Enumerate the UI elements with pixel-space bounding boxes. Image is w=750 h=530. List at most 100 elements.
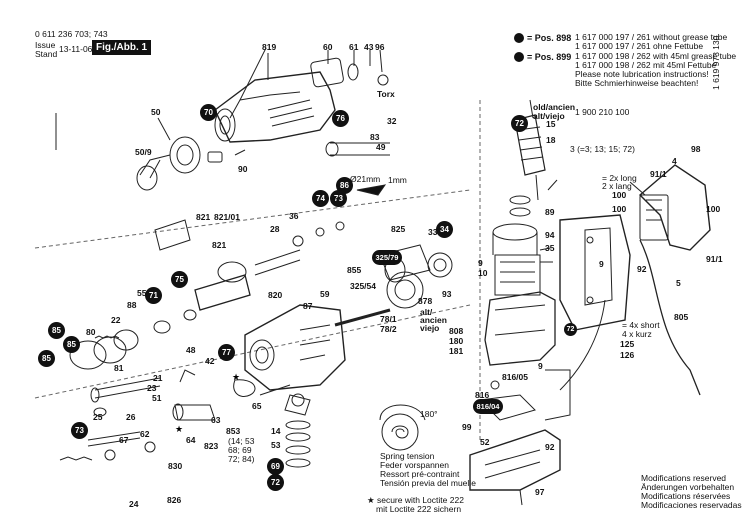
part-badge: 816/04 [473,399,503,414]
part-number-label: 126 [620,350,635,360]
part-number-label: 99 [462,422,472,432]
brush-short-2: 4 x kurz [622,329,652,339]
part-number-label: 21 [153,373,163,383]
loctite-2: mit Loctite 222 sichern [376,504,462,514]
part-number-label: 88 [127,300,137,310]
old-new-line-2: alt/viejo [533,111,565,121]
part-number-label: 805 [674,312,689,322]
part-badge: 85 [63,336,80,353]
issue-date: 13-11-06 [59,44,93,54]
part-number-label: 42 [205,356,215,366]
stand-label: Stand [35,49,58,59]
part-badge: 85 [48,322,65,339]
part-number-label: 91/1 [706,254,723,264]
part-number-label: 180 [449,336,464,346]
lube-line-2: Bitte Schmierhinweise beachten! [575,78,699,88]
part-number-label: 55 [137,288,147,298]
torx-label: Torx [377,89,395,99]
part-number-label: 52 [480,437,490,447]
part-number-label: 325/54 [350,281,376,291]
group-853-2: 68; 69 [228,445,252,455]
part-number-label: 48 [186,345,196,355]
part-number-label: 49 [376,142,386,152]
part-number-label: 93 [442,289,452,299]
part-badge: 71 [145,287,162,304]
one-mm-label: 1mm [388,175,407,185]
part-badge: 73 [330,190,347,207]
spring-tension-1: Spring tension [380,451,435,461]
part-number-label: 33 [428,227,438,237]
spring-tension-4: Tensión previa del muelle [380,478,476,488]
part-number-label: 87 [303,301,313,311]
part-number-label: 23 [147,383,157,393]
part-number-label: 125 [620,339,635,349]
part-number-label: 825 [391,224,406,234]
part-number-label: 826 [167,495,182,505]
part-number-label: 26 [126,412,136,422]
part-badge: 70 [200,104,217,121]
part-number-label: 35 [545,243,555,253]
part-number-label: 853 [226,426,241,436]
part-badge: 72 [564,323,577,336]
figure-label: Fig./Abb. 1 [92,40,152,55]
svg-text:★: ★ [232,373,240,383]
part-number-label: 819 [262,42,277,52]
part-number-label: 62 [140,429,150,439]
part-badge: 74 [312,190,329,207]
part-number-label: 9 [538,361,543,371]
part-number-label: 92 [637,264,647,274]
part-number-label: 89 [545,207,555,217]
part-number-label: 92 [545,442,555,452]
part-number-label: 83 [370,132,380,142]
part-number-label: 78/1 [380,314,397,324]
part-number-label: 9 [599,259,604,269]
part-number-label: 78/2 [380,324,397,334]
group-853-1: (14; 53 [228,436,255,446]
old-new-part: 1 900 210 100 [575,107,630,117]
part-number-label: 18 [546,135,556,145]
part-number: 0 611 236 703; 743 [35,29,108,39]
pos898-title: = Pos. 898 [527,33,572,43]
loctite-1: ★ secure with Loctite 222 [367,495,464,505]
part-number-label: 821/01 [214,212,240,222]
part-badge: 34 [436,221,453,238]
part-number-label: 32 [387,116,397,126]
part-badge: 75 [171,271,188,288]
pos898-line-2: 1 617 000 197 / 261 ohne Fettube [575,41,704,51]
spring-tension-2: Feder vorspannen [380,460,449,470]
part-number-label: 22 [111,315,121,325]
issue-label: Issue [35,40,56,50]
diameter-label: Ø21mm [350,174,381,184]
part-number-label: 91/1 [650,169,667,179]
part-number-label: 10 [478,268,488,278]
modifications-2: Änderungen vorbehalten [641,482,735,492]
part-number-label: 61 [349,42,359,52]
part-number-label: 97 [535,487,545,497]
part-number-label: 96 [375,42,385,52]
part-number-label: 36 [289,211,299,221]
part-number-label: 830 [168,461,183,471]
part-number-label: 14 [271,426,281,436]
part-number-label: 63 [211,415,221,425]
svg-text:★: ★ [175,425,183,435]
old-new-line-1: old/ancien [533,102,576,112]
part-number-label: 67 [119,435,129,445]
part-number-label: 9 [478,258,483,268]
pos899-title: = Pos. 899 [527,52,572,62]
part-number-label: 821 [212,240,227,250]
part-number-label: 823 [204,441,219,451]
part-number-label: 80 [86,327,96,337]
part-number-label: 100 [612,204,627,214]
part-badge: 72 [511,115,528,132]
part-badge: 86 [336,177,353,194]
modifications-1: Modifications reserved [641,473,727,483]
part-number-label: 51 [152,393,162,403]
part-number-label: 98 [691,144,701,154]
part-number-label: 60 [323,42,333,52]
part-number-label: 821 [196,212,211,222]
brush-long-2: 2 x lang [602,181,632,191]
modifications-4: Modificaciones reservadas [641,500,742,510]
old-anc-1: alt/ [420,307,433,317]
part-number-label: 59 [320,289,330,299]
